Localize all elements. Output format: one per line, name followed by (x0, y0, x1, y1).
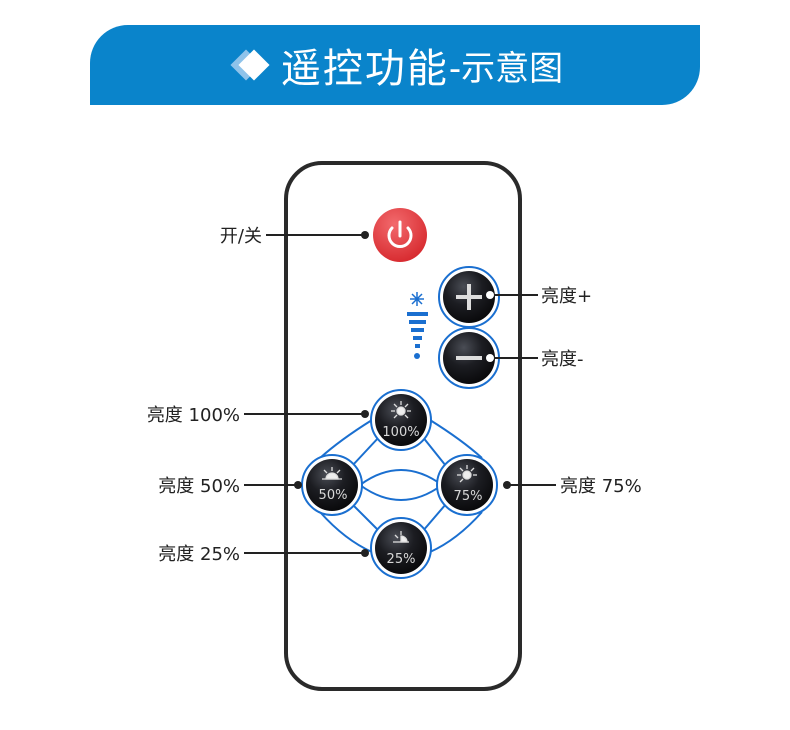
brightness-up-button[interactable] (438, 266, 500, 328)
label-50: 亮度 50% (158, 476, 240, 497)
button-label-50: 50% (319, 488, 348, 503)
page-title: 遥控功能 (280, 46, 449, 92)
page-subtitle: -示意图 (448, 48, 564, 89)
label-75: 亮度 75% (560, 476, 642, 497)
brightness-100-button[interactable]: 100% (370, 389, 432, 451)
plus-icon (456, 284, 482, 310)
label-100: 亮度 100% (147, 405, 240, 426)
power-button[interactable] (373, 208, 427, 262)
callout-dots (294, 231, 511, 557)
quarter-sun-icon (393, 531, 409, 543)
half-sun-icon (322, 467, 342, 480)
brightness-75-button[interactable]: 75% (436, 454, 498, 516)
sun-icon (391, 401, 411, 419)
brightness-50-button[interactable]: 50% (301, 454, 363, 516)
header-banner: 遥控功能-示意图 (90, 25, 700, 105)
brightness-down-button[interactable] (438, 327, 500, 389)
three-quarter-sun-icon (457, 465, 477, 483)
power-icon (387, 220, 413, 248)
label-bright-down: 亮度- (541, 349, 584, 370)
button-label-75: 75% (454, 489, 483, 504)
brightness-25-button[interactable]: 25% (370, 517, 432, 579)
button-label-100: 100% (382, 425, 419, 440)
label-bright-up: 亮度+ (541, 286, 592, 307)
button-label-25: 25% (387, 552, 416, 567)
label-25: 亮度 25% (158, 544, 240, 565)
label-power: 开/关 (220, 226, 262, 247)
brightness-level-icon (407, 292, 428, 359)
callout-lines (244, 234, 556, 554)
